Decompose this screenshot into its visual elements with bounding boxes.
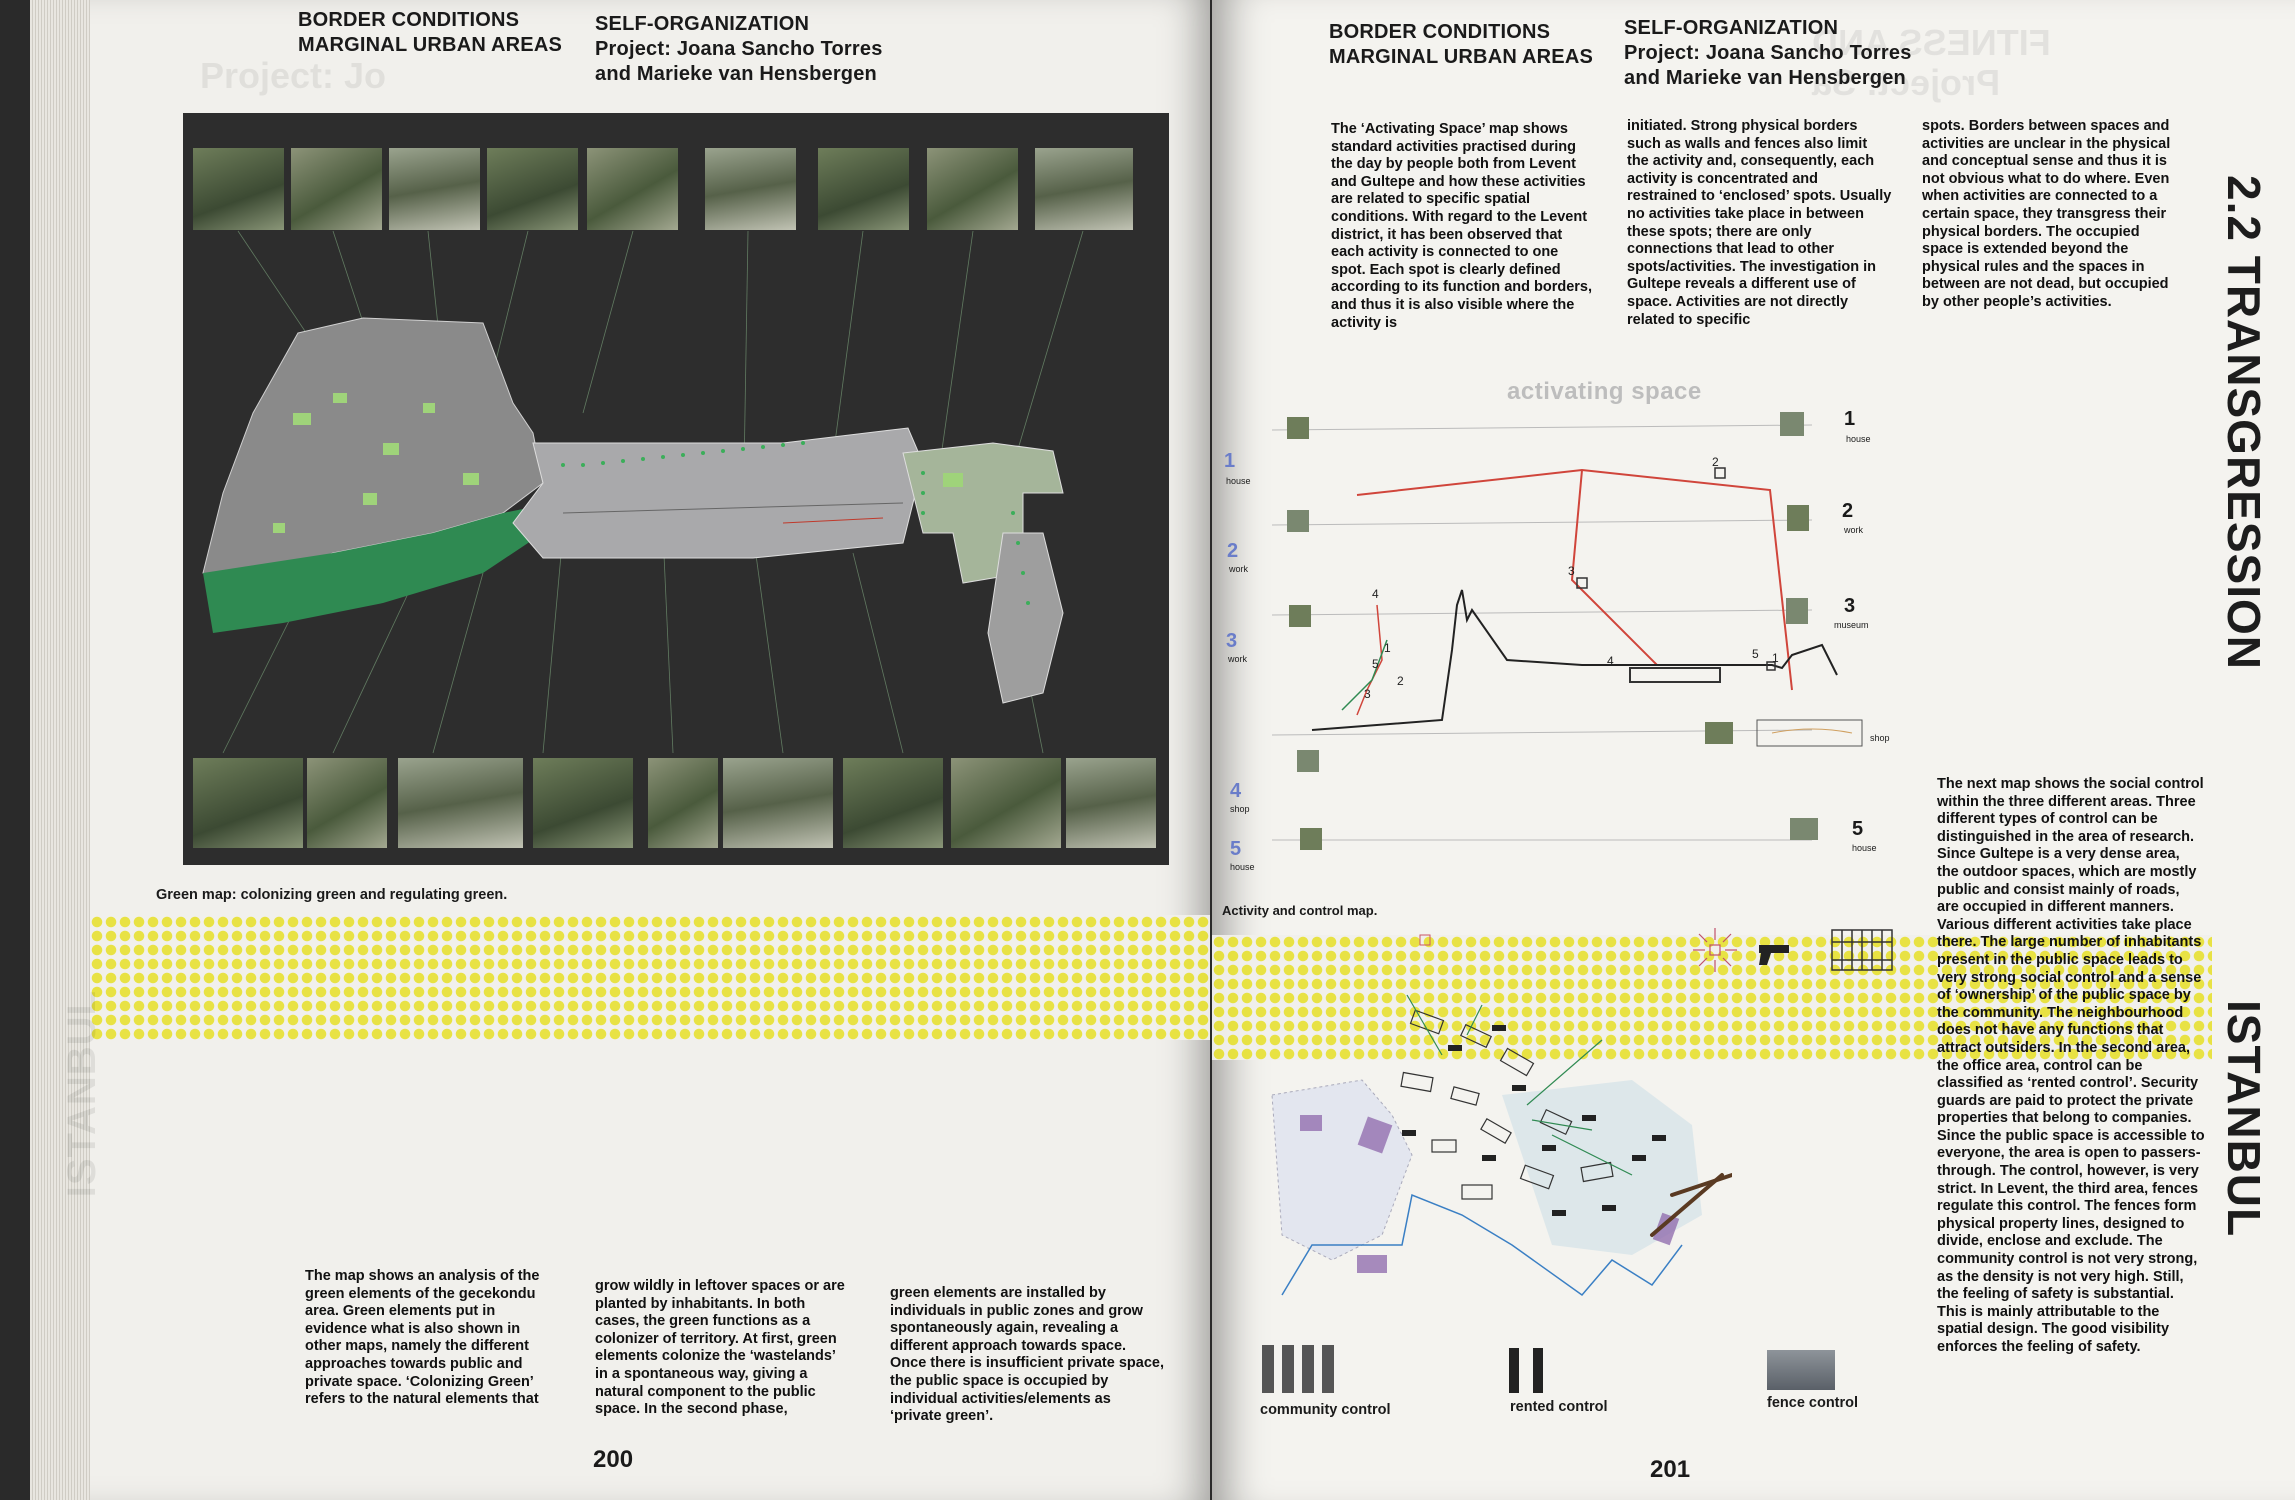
photo-thumbnail [193, 148, 284, 230]
svg-text:4: 4 [1607, 654, 1614, 668]
page-edge [30, 0, 90, 1500]
label-text: house [1226, 476, 1251, 486]
photo-thumbnail [389, 148, 480, 230]
label-number: 3 [1226, 630, 1238, 652]
right-page: FITNESS AND Project: Sa BORDER CONDITION… [1212, 0, 2295, 1500]
svg-text:3: 3 [1364, 687, 1371, 701]
left-header-col2: SELF-ORGANIZATION Project: Joana Sancho … [595, 12, 883, 87]
ghost-text: Project: Jo [200, 55, 387, 96]
label-text: house [1230, 862, 1255, 872]
label-text: museum [1834, 620, 1869, 630]
left-caption: Green map: colonizing green and regulati… [156, 887, 508, 903]
svg-text:4: 4 [1372, 587, 1379, 601]
label-text: house [1852, 843, 1877, 853]
right-header-col1: BORDER CONDITIONS MARGINAL URBAN AREAS [1329, 20, 1593, 70]
photo-thumbnail [291, 148, 382, 230]
right-body-col1: The ‘Activating Space’ map shows standar… [1331, 121, 1593, 331]
label-text: shop [1870, 733, 1890, 743]
ghost-side-title: ISTANBUL [60, 990, 104, 1198]
diagram-title: activating space [1507, 378, 1702, 405]
photo-thumbnail [723, 758, 833, 848]
label-number: 5 [1230, 838, 1242, 860]
photo-thumbnail [1066, 758, 1156, 848]
label-number: 1 [1224, 450, 1236, 472]
photo-thumbnail [193, 758, 303, 848]
header-line: MARGINAL URBAN AREAS [1329, 46, 1593, 68]
photo-thumbnail [927, 148, 1018, 230]
svg-text:2: 2 [1397, 674, 1404, 688]
label-number: 3 [1844, 595, 1856, 617]
left-header-col1: BORDER CONDITIONS MARGINAL URBAN AREAS [298, 8, 562, 58]
right-caption: Activity and control map. [1222, 903, 1378, 918]
photo-thumbnail [307, 758, 387, 848]
legend-rented-control: rented control [1510, 1399, 1608, 1415]
photo-thumbnail [843, 758, 943, 848]
svg-text:5: 5 [1372, 657, 1379, 671]
rented-control-figures [1509, 1348, 1554, 1393]
header-line: BORDER CONDITIONS [1329, 21, 1551, 43]
left-page: Project: Jo BORDER CONDITIONS MARGINAL U… [30, 0, 1210, 1500]
photo-thumbnail [533, 758, 633, 848]
section-title: 2.2 TRANSGRESSION [2218, 175, 2270, 670]
svg-text:2: 2 [1712, 455, 1719, 469]
legend-fence-control: fence control [1767, 1395, 1859, 1411]
header-line: BORDER CONDITIONS [298, 9, 520, 31]
photo-thumbnail [1035, 148, 1133, 230]
svg-text:3: 3 [1568, 564, 1575, 578]
side-title-istanbul: ISTANBUL [2218, 1000, 2270, 1238]
fence-control-image [1767, 1350, 1835, 1390]
header-line: Project: Joana Sancho Torres [595, 38, 883, 60]
label-number: 1 [1844, 408, 1856, 430]
green-map-figure [183, 113, 1169, 865]
green-map-drawing [202, 230, 1084, 754]
photo-thumbnail [398, 758, 523, 848]
left-body-col1: The map shows an analysis of the green e… [305, 1268, 540, 1408]
left-body-col2: grow wildly in leftover spaces or are pl… [595, 1278, 845, 1418]
header-line: and Marieke van Hensbergen [595, 63, 877, 85]
label-text: shop [1230, 804, 1250, 814]
svg-text:5: 5 [1752, 647, 1759, 661]
photo-thumbnail [818, 148, 909, 230]
label-number: 5 [1852, 818, 1864, 840]
page-number: 201 [1650, 1456, 1691, 1483]
photo-thumbnail [587, 148, 678, 230]
left-body-col3: green elements are installed by individu… [890, 1285, 1164, 1425]
label-text: house [1846, 434, 1871, 444]
legend-community-control: community control [1260, 1402, 1391, 1418]
label-number: 2 [1842, 500, 1854, 522]
right-body-col3: spots. Borders between spaces and activi… [1922, 118, 2171, 310]
photo-thumbnail [705, 148, 796, 230]
svg-text:1: 1 [1772, 651, 1779, 665]
legend-icons [1693, 928, 1893, 972]
header-line: SELF-ORGANIZATION [1624, 17, 1839, 39]
right-body-col2: initiated. Strong physical borders such … [1627, 118, 1892, 328]
dot-band [1212, 935, 2212, 1060]
header-line: MARGINAL URBAN AREAS [298, 34, 562, 56]
right-header-col2: SELF-ORGANIZATION Project: Joana Sancho … [1624, 16, 1912, 91]
header-line: and Marieke van Hensbergen [1624, 67, 1906, 89]
svg-text:1: 1 [1384, 641, 1391, 655]
page-number: 200 [593, 1446, 634, 1473]
community-control-figures [1262, 1345, 1342, 1393]
label-number: 2 [1227, 540, 1239, 562]
label-text: work [1229, 564, 1249, 574]
control-map [1271, 934, 1732, 1297]
right-body-col4: The next map shows the social control wi… [1937, 776, 2205, 1355]
header-line: SELF-ORGANIZATION [595, 13, 810, 35]
photo-thumbnail [648, 758, 718, 848]
header-line: Project: Joana Sancho Torres [1624, 42, 1912, 64]
dot-band [90, 915, 1210, 1040]
photo-thumbnail [487, 148, 578, 230]
photo-thumbnail [951, 758, 1061, 848]
label-text: work [1844, 525, 1864, 535]
label-text: work [1228, 654, 1248, 664]
label-number: 4 [1230, 780, 1242, 802]
